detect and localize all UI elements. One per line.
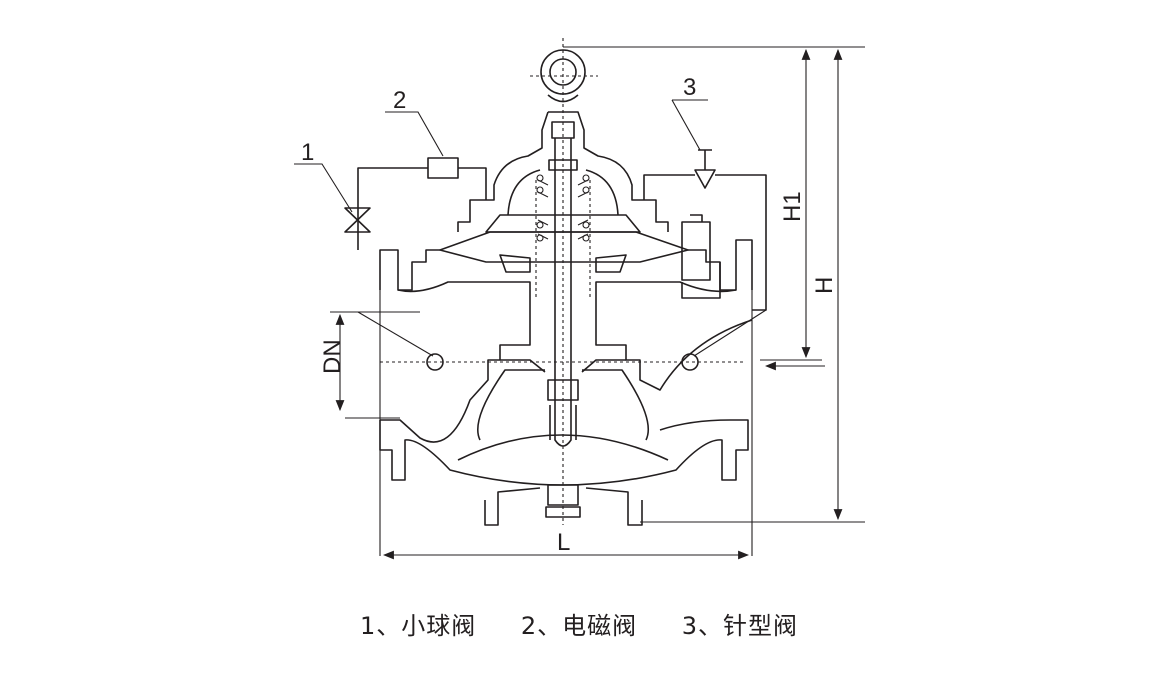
needle-valve-symbol (694, 149, 716, 189)
legend-item-solenoid-valve: 2、电磁阀 (520, 612, 638, 640)
label-part-2: 2 (393, 87, 406, 114)
legend-item-needle-valve: 3、针型阀 (681, 612, 799, 640)
label-h1: H1 (779, 191, 806, 222)
label-h: H (811, 277, 838, 294)
eyebolt (540, 49, 586, 103)
valve-bonnet (439, 111, 689, 300)
legend-caption: 1、小球阀 2、电磁阀 3、针型阀 (0, 606, 1158, 641)
pilot-piping (344, 149, 767, 311)
solenoid-valve-symbol (427, 157, 459, 179)
label-l: L (557, 529, 570, 556)
ball-valve-symbol (344, 207, 371, 233)
legend-item-ball-valve: 1、小球阀 (359, 612, 477, 640)
valve-stem (547, 138, 579, 447)
port-circle-right (681, 353, 699, 371)
dimension-lines (330, 46, 865, 560)
valve-body (379, 239, 753, 526)
label-part-1: 1 (301, 139, 314, 166)
label-dn: DN (319, 339, 346, 374)
label-part-3: 3 (683, 74, 696, 101)
leader-lines (294, 99, 708, 213)
port-circle-left (426, 353, 444, 371)
centerlines (380, 38, 745, 525)
